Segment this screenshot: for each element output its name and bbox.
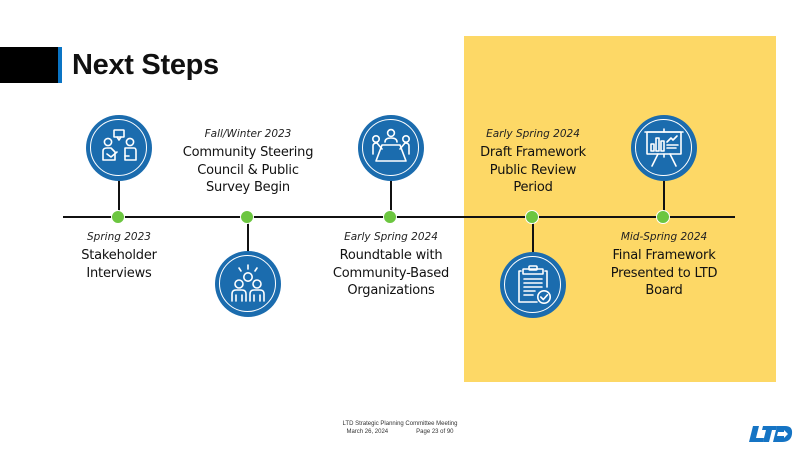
milestone-5-label: Mid-Spring 2024 Final Framework Presente… [589,230,739,300]
milestone-3-label: Early Spring 2024 Roundtable with Commun… [316,230,466,300]
title-accent-stripe [58,47,62,83]
slide-footer: LTD Strategic Planning Committee Meeting… [300,420,500,436]
milestone-2-badge [215,251,281,317]
milestone-4-label: Early Spring 2024 Draft Framework Public… [463,127,603,197]
milestone-5-stem [663,180,665,217]
milestone-1-badge [86,115,152,181]
footer-meeting-name: LTD Strategic Planning Committee Meeting [342,421,458,427]
milestone-3-date: Early Spring 2024 [344,231,438,243]
milestone-3-dot [383,209,397,224]
highlight-region [464,36,776,382]
title-bar-decoration [0,47,58,83]
milestone-1-stem [118,180,120,217]
milestone-4-event: Draft Framework Public Review Period [480,145,586,195]
group-people-icon [231,264,265,302]
milestone-2-date: Fall/Winter 2023 [204,128,292,140]
milestone-5-event: Final Framework Presented to LTD Board [610,248,718,298]
milestone-1-label: Spring 2023 Stakeholder Interviews [54,230,184,282]
footer-page-number: Page 23 of 90 [416,429,454,435]
milestone-5-dot [656,209,670,224]
milestone-2-dot [240,209,254,224]
conversation-people-icon [102,129,137,161]
milestone-4-date: Early Spring 2024 [486,128,580,140]
milestone-5-badge [631,115,697,181]
milestone-3-event: Roundtable with Community-Based Organiza… [332,248,450,298]
presentation-board-icon [644,128,684,167]
milestone-2-label: Fall/Winter 2023 Community Steering Coun… [168,127,328,197]
ltd-logo-icon [749,426,793,442]
milestone-5-date: Mid-Spring 2024 [620,231,708,243]
milestone-1-dot [111,209,125,224]
footer-date: March 26, 2024 [346,429,389,435]
milestone-3-badge [358,115,424,181]
milestone-1-date: Spring 2023 [87,231,151,243]
milestone-1-event: Stakeholder Interviews [81,248,157,281]
timeline-line [63,216,735,218]
milestone-4-stem [532,217,534,253]
milestone-2-event: Community Steering Council & Public Surv… [182,145,314,195]
slide-title: Next Steps [72,49,219,81]
clipboard-check-icon [518,265,551,304]
milestone-2-stem [247,217,249,253]
milestone-3-stem [390,180,392,217]
roundtable-meeting-icon [371,128,410,162]
milestone-4-dot [525,209,539,224]
milestone-4-badge [500,252,566,318]
